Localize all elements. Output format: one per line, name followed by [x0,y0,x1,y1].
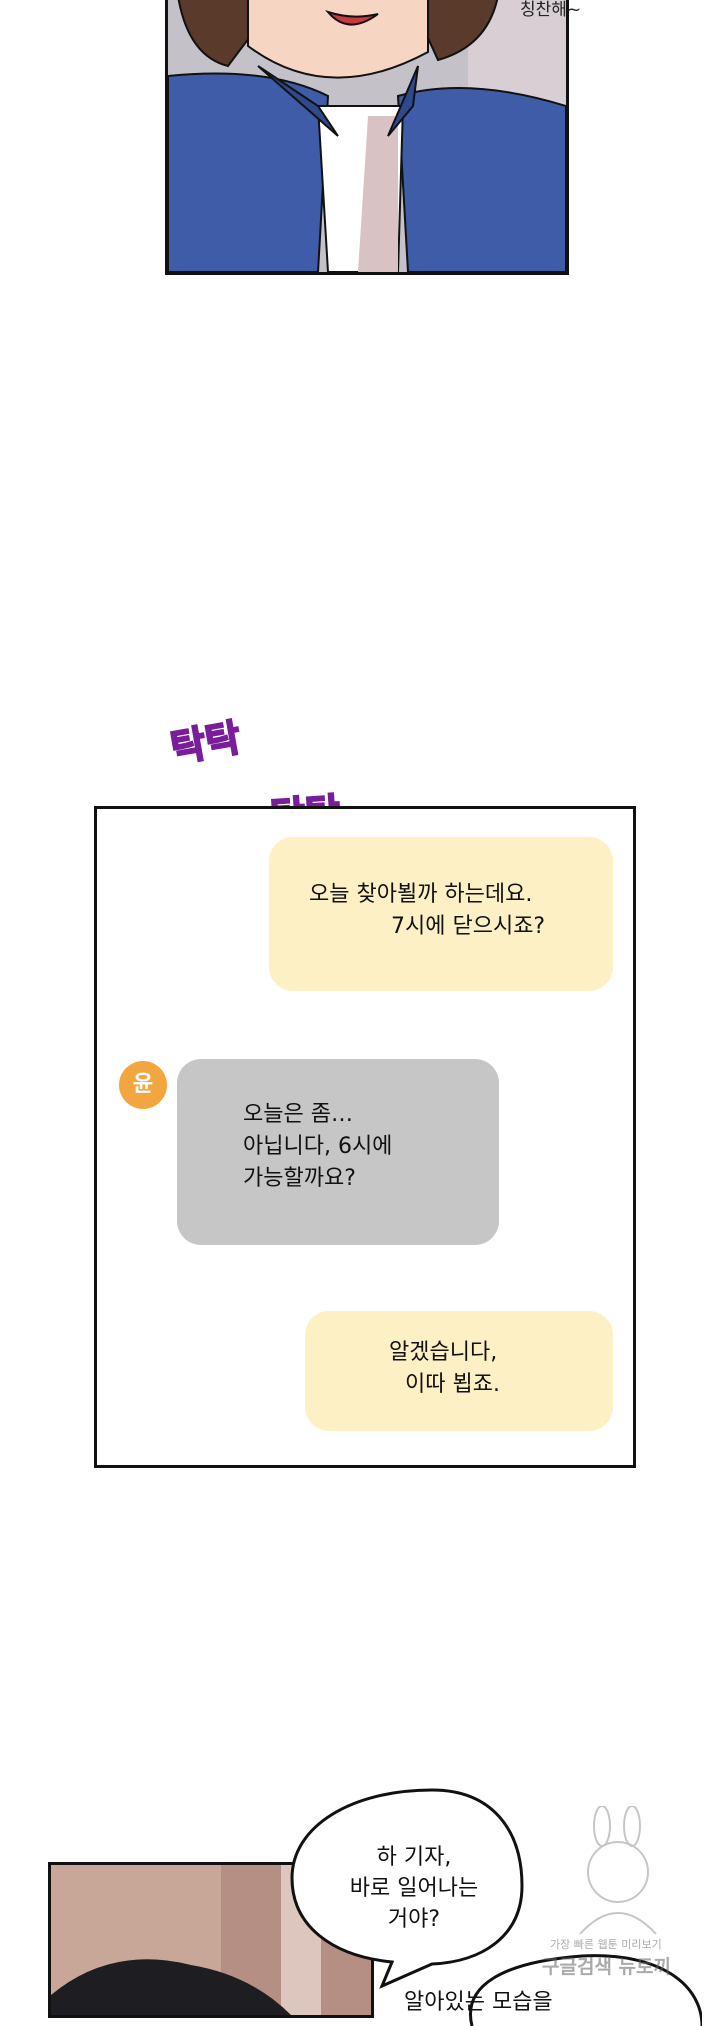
speech-line: 바로 일어나는 [349,1876,479,1901]
message-line: 알겠습니다, [389,1340,498,1365]
watermark-line-2: 구글검색 뉴토끼 [542,1956,671,1978]
message-line: 오늘 찾아뵐까 하는데요. [309,882,533,907]
watermark: 가장 빠른 웹툰 미리보기 구글검색 뉴토끼 [540,1805,700,1986]
chat-panel: 오늘 찾아뵐까 하는데요. 7시에 닫으시죠? 윤 오늘은 좀… 아닙니다, 6… [94,806,636,1468]
message-line: 7시에 닫으시죠? [391,914,546,939]
speech-text: 하 기자, 바로 일어나는 거야? [344,1842,484,1935]
watermark-mascot-icon [579,1805,657,1935]
watermark-line-1: 가장 빠른 웹툰 미리보기 [550,1938,662,1951]
message-line: 이따 뵙죠. [405,1372,500,1397]
portrait-illustration [168,0,566,272]
typing-sound-effect-1: 탁탁 [166,714,245,771]
top-comic-panel [165,0,569,275]
message-line: 오늘은 좀… [243,1102,353,1127]
speech-next-line: 알아있는 모습을 [404,1990,553,2015]
contact-avatar: 윤 [119,1061,167,1109]
speech-line: 거야? [387,1907,441,1932]
speech-line: 하 기자, [376,1845,452,1870]
character-caption: 칭찬해~ [520,0,582,20]
outgoing-message-2: 알겠습니다, 이따 뵙죠. [305,1311,613,1431]
incoming-message: 오늘은 좀… 아닙니다, 6시에 가능할까요? [177,1059,499,1245]
message-line: 가능할까요? [243,1166,356,1191]
message-line: 아닙니다, 6시에 [243,1134,393,1159]
outgoing-message-1: 오늘 찾아뵐까 하는데요. 7시에 닫으시죠? [269,837,613,991]
